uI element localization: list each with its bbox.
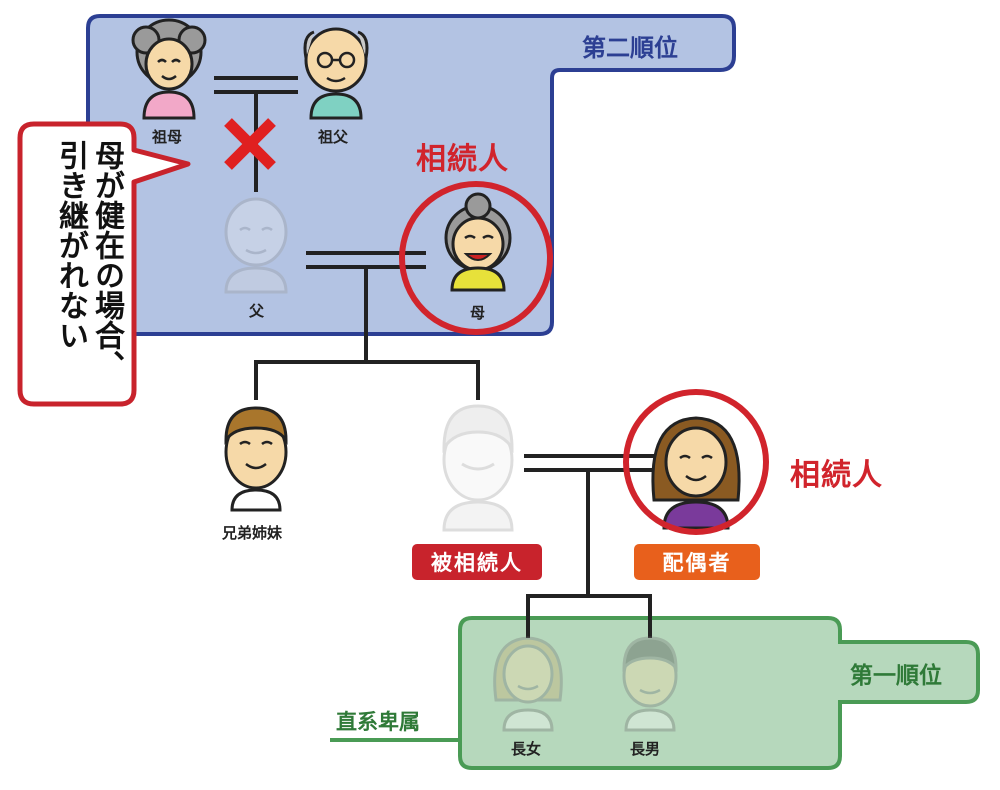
bubble-text: 母が健在の場合、 引き継がれない	[34, 140, 124, 390]
spouse-heir-label: 相続人	[790, 450, 883, 494]
grandfather-label: 祖父	[318, 126, 348, 147]
eldest-son-figure	[624, 638, 676, 730]
grandfather-figure	[305, 29, 367, 118]
decedent-figure	[444, 406, 512, 530]
first-rank-label: 第一順位	[850, 656, 942, 690]
siblings-label: 兄弟姉妹	[222, 522, 282, 543]
spouse-tag: 配偶者	[634, 544, 760, 580]
sibling-figure	[226, 408, 286, 510]
bubble-line-2: 引き継がれない	[53, 140, 88, 350]
mother-label: 母	[470, 302, 485, 323]
decedent-tag: 被相続人	[412, 544, 542, 580]
mother-heir-label: 相続人	[416, 134, 509, 178]
bubble-line-1: 母が健在の場合、	[89, 140, 124, 380]
second-rank-label: 第二順位	[582, 28, 678, 63]
lineal-descendants-label: 直系卑属	[336, 706, 420, 736]
spouse-figure	[653, 418, 739, 528]
eldest-son-label: 長男	[630, 738, 660, 759]
grandmother-label: 祖母	[152, 126, 182, 147]
father-label: 父	[249, 300, 264, 321]
eldest-daughter-label: 長女	[511, 738, 541, 759]
father-figure	[226, 199, 286, 292]
